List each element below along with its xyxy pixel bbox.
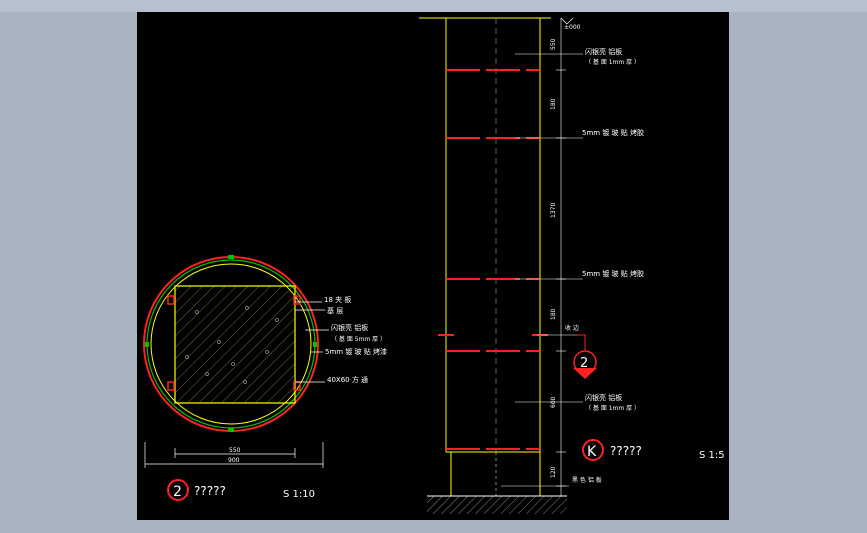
column-elevation: 550 180 1370 180 600 120 ±000 闪银亮 铝板 （ 基… — [419, 17, 725, 514]
plan-callout-number: 2 — [173, 484, 182, 500]
elev-scale: S 1:5 — [699, 450, 725, 461]
label-bottom-band: 闪银亮 铝板 — [585, 393, 622, 402]
ground-hatch — [427, 496, 567, 514]
plan-scale: S 1:10 — [283, 489, 315, 500]
elev-leaders — [501, 53, 583, 487]
dim-inner: 550 — [229, 447, 241, 454]
column-plan-section: 18 夹 板 基 层 闪银亮 铝板 （ 基 面 5mm 厚 ） 5mm 镀 玻 … — [143, 255, 387, 501]
dim-labels: 550 180 1370 180 600 120 — [550, 38, 557, 478]
label-top-band: 闪银亮 铝板 — [585, 47, 622, 56]
label-bottom-band-note: （ 基 面 1mm 厚 ） — [585, 404, 640, 412]
core-speckles — [185, 306, 279, 384]
plan-leaders — [295, 301, 329, 383]
level-label: ±000 — [564, 24, 581, 31]
joint-bands — [438, 69, 548, 450]
dim-label: 1370 — [550, 203, 557, 218]
plan-title: ????? — [194, 484, 226, 498]
label-fixing: 基 层 — [327, 306, 343, 315]
label-glass: 5mm 镀 玻 贴 烤漆 — [325, 347, 387, 356]
label-wood-board: 18 夹 板 — [324, 295, 351, 304]
section-marker: 2 — [573, 334, 597, 379]
dim-label: 550 — [550, 38, 557, 50]
dim-label: 120 — [550, 466, 557, 478]
inner-ring — [150, 263, 312, 425]
label-top-band-note: （ 基 面 1mm 厚 ） — [585, 58, 640, 66]
corner-brackets — [167, 295, 301, 391]
dim-outer: 900 — [228, 457, 240, 464]
window-top-strip — [0, 0, 867, 12]
square-core — [174, 285, 296, 404]
elev-title: ????? — [610, 444, 642, 458]
cad-drawing: 18 夹 板 基 层 闪银亮 铝板 （ 基 面 5mm 厚 ） 5mm 镀 玻 … — [143, 17, 725, 514]
dim-label: 180 — [550, 98, 557, 110]
elev-dim-line — [556, 18, 566, 496]
label-square-tube: 40X60 方 通 — [327, 375, 368, 384]
label-joint: 收 边 — [565, 324, 579, 332]
elev-callout-letter: K — [587, 444, 597, 460]
label-glass-2: 5mm 镀 玻 贴 烤胶 — [582, 269, 644, 278]
label-aluminum-note: （ 基 面 5mm 厚 ） — [331, 335, 386, 343]
label-glass-1: 5mm 镀 玻 贴 烤胶 — [582, 128, 644, 137]
section-marker-number: 2 — [580, 356, 588, 371]
drawing-sheet: 18 夹 板 基 层 闪银亮 铝板 （ 基 面 5mm 厚 ） 5mm 镀 玻 … — [137, 12, 729, 520]
plan-dimensions — [144, 442, 324, 468]
level-marker — [560, 17, 574, 25]
ring-clips — [145, 255, 317, 432]
elev-callout-circle — [582, 439, 604, 461]
dim-label: 180 — [550, 308, 557, 320]
label-aluminum: 闪银亮 铝板 — [331, 323, 368, 332]
label-base: 黑 色 铝 板 — [572, 476, 602, 484]
plan-callout-circle — [167, 479, 189, 501]
